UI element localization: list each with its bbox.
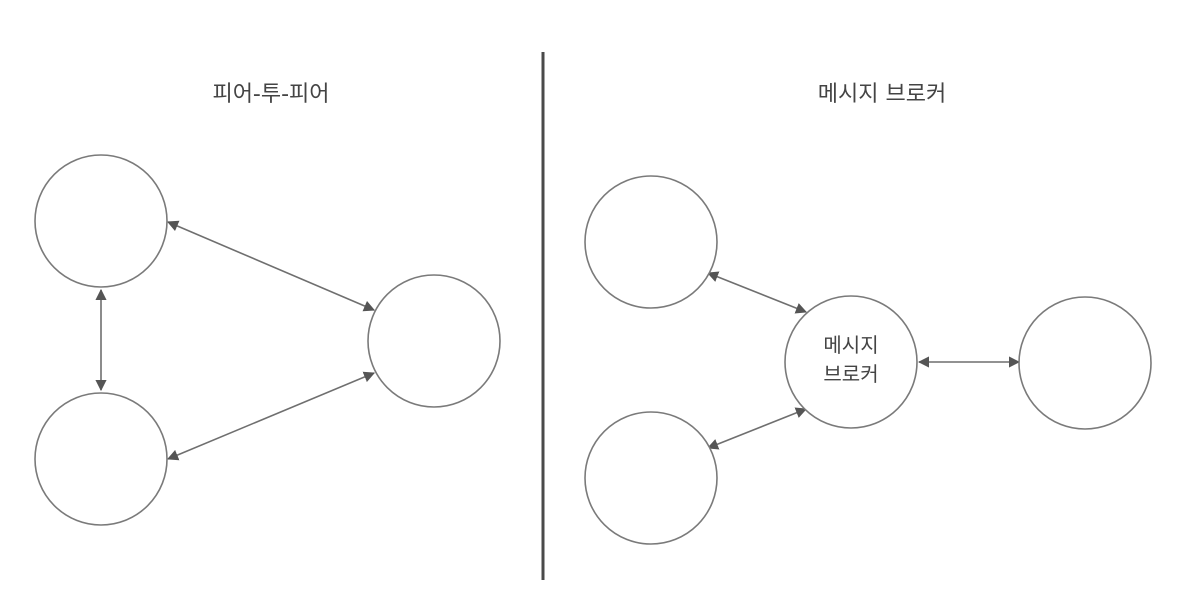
broker-label-line2: 브로커 <box>823 362 878 386</box>
broker-section-title: 메시지 브로커 <box>818 82 946 107</box>
p2p-node-a <box>34 154 168 288</box>
broker-node <box>784 295 918 429</box>
client-node-a <box>584 175 718 309</box>
p2p-panel <box>34 154 501 526</box>
p2p-node-c <box>367 274 501 408</box>
p2p-edge-a-c <box>166 220 376 312</box>
p2p-edge-b-c <box>166 371 376 461</box>
broker-edge-b <box>706 407 808 450</box>
broker-panel: 메시지 브로커 <box>584 175 1152 545</box>
p2p-section-title: 피어-투-피어 <box>212 82 329 107</box>
client-node-c <box>1018 296 1152 430</box>
p2p-node-b <box>34 392 168 526</box>
broker-label-line1: 메시지 <box>823 333 878 357</box>
client-node-b <box>584 411 718 545</box>
broker-edge-a <box>706 271 808 314</box>
